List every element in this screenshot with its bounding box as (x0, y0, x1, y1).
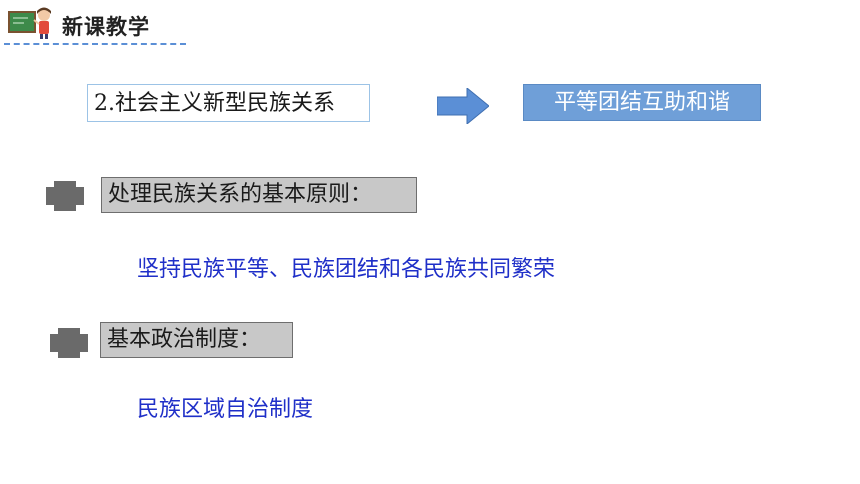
right-arrow-icon (437, 88, 489, 124)
teacher-with-chalkboard-icon (8, 7, 51, 39)
topic-result-badge: 平等团结互助和谐 (523, 84, 761, 121)
bullet-marker-icon (50, 328, 88, 358)
topic-label: 2.社会主义新型民族关系 (87, 84, 370, 122)
section-content-principles: 坚持民族平等、民族团结和各民族共同繁荣 (137, 257, 556, 282)
page-title: 新课教学 (62, 15, 150, 39)
section-content-system: 民族区域自治制度 (137, 397, 314, 422)
section-heading-principles: 处理民族关系的基本原则： (101, 177, 417, 213)
section-heading-system: 基本政治制度： (100, 322, 293, 358)
bullet-marker-icon (46, 181, 84, 211)
header-divider (4, 43, 186, 45)
